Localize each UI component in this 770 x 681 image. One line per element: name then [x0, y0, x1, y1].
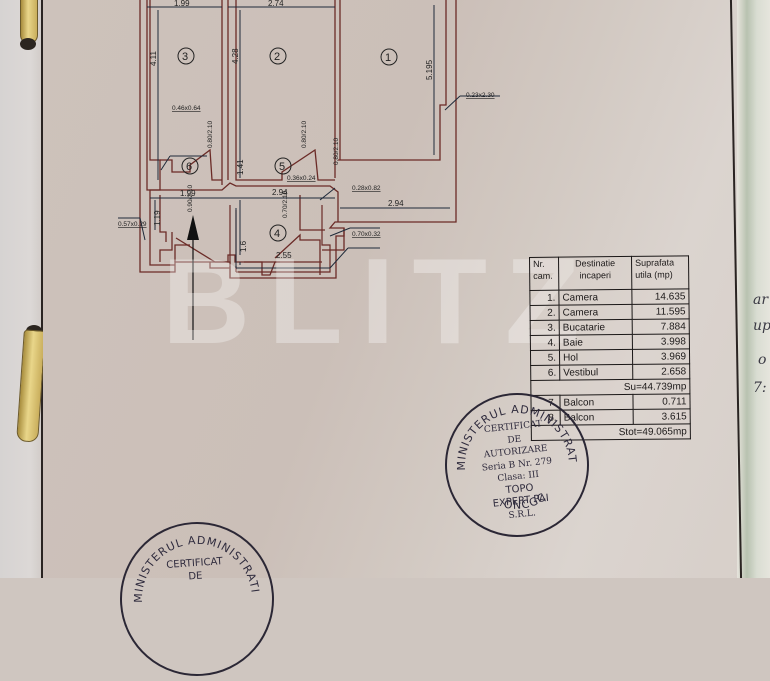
annot-vent-vestibul: 0.57x0.29	[118, 221, 147, 228]
dim-room1-bottom: 2.94	[388, 199, 404, 208]
room-marker-6	[181, 157, 199, 175]
room-marker-1	[380, 48, 398, 66]
table-row: 3. Bucatarie 7.884	[530, 318, 690, 336]
stamp-body-text-2: CERTIFICAT DE	[165, 556, 224, 583]
binder-hole-top	[20, 38, 36, 50]
table-row: 2. Camera 11.595	[530, 303, 690, 321]
annot-door-baie: 0.70/2.10	[282, 191, 289, 218]
binder-edge	[0, 0, 44, 578]
annot-window-bucatarie: 0.46x0.64	[172, 105, 201, 112]
room-marker-5	[274, 157, 292, 175]
annot-vent-hol: 0.36x0.24	[287, 175, 316, 182]
room-marker-4	[269, 224, 287, 242]
room-label-6: 6	[186, 161, 192, 173]
floor-plan-drawing: 3 2 1 6 5 4 1.99 2.74 4.11 4.28 5.195 1.…	[118, 0, 500, 340]
dim-hol-height: 1.41	[236, 159, 245, 175]
annot-vent-baie-1: 0.28x0.82	[352, 185, 381, 192]
annot-vent-baie-2: 0.70x0.32	[352, 231, 381, 238]
entrance-arrow-icon	[187, 215, 199, 340]
dim-room2-height: 4.28	[231, 48, 240, 64]
dim-room1-height: 5.195	[425, 59, 434, 80]
dim-baie-width: 2.55	[276, 251, 292, 260]
handwriting-1: ar	[753, 292, 769, 308]
authorization-stamp: MINISTERUL ADMINISTRATIEI PUBLICE ONCGC …	[437, 385, 597, 545]
table-row: 5. Hol 3.969	[530, 348, 690, 366]
annot-door-entrance: 0.90/2.10	[187, 185, 194, 212]
floor-plan-sheet	[43, 0, 748, 578]
room-label-4: 4	[274, 228, 280, 240]
handwriting-2: up	[753, 318, 770, 334]
room-marker-2	[269, 47, 287, 65]
dimension-lines	[118, 5, 500, 269]
table-row: 4. Baie 3.998	[530, 333, 690, 351]
dim-vestibul-width: 1.99	[180, 189, 196, 198]
table-row: 1. Camera 14.635	[529, 288, 689, 306]
annot-door-camera1: 0.80/2.10	[333, 138, 340, 165]
room-label-1: 1	[385, 52, 391, 64]
dim-vestibul-height: 1.19	[153, 210, 162, 226]
dim-hol-width: 2.94	[272, 188, 288, 197]
dim-room3-height: 4.11	[149, 50, 158, 66]
stamp-body-text: CERTIFICAT DE AUTORIZARE Seria B Nr. 279…	[481, 419, 553, 521]
dim-room2-top: 2.74	[268, 0, 284, 8]
room-label-5: 5	[279, 161, 285, 173]
room-markers	[177, 47, 398, 242]
handwriting-3: o	[758, 352, 767, 368]
handwriting-4: 7:	[753, 380, 767, 396]
authorization-stamp-partial: MINISTERUL ADMINISTRATIEI PUBLICE CERTIF…	[114, 516, 280, 681]
room-label-3: 3	[182, 51, 188, 63]
dim-baie-height: 1.6	[239, 240, 248, 252]
room-label-2: 2	[274, 51, 280, 63]
dim-room3-top: 1.99	[174, 0, 190, 8]
annot-door-bucatarie: 0.80/2.10	[207, 121, 214, 148]
table-row: 6. Vestibul 2.658	[530, 363, 690, 381]
annot-door-camera2: 0.80/2.10	[301, 121, 308, 148]
watermark: BLITZ	[162, 233, 598, 369]
stamp-ring-text-2: MINISTERUL ADMINISTRATIEI PUBLICE	[117, 519, 262, 605]
annot-window-room1: 0.23x2.30	[466, 92, 495, 99]
room-marker-3	[177, 47, 195, 65]
binder-line	[41, 0, 43, 578]
header-nr: Nr.cam.	[529, 257, 559, 291]
stamp-ring-text: MINISTERUL ADMINISTRATIEI PUBLICE ONCGC	[440, 388, 579, 514]
outer-walls	[139, 0, 457, 279]
underlying-sheet	[737, 0, 770, 578]
